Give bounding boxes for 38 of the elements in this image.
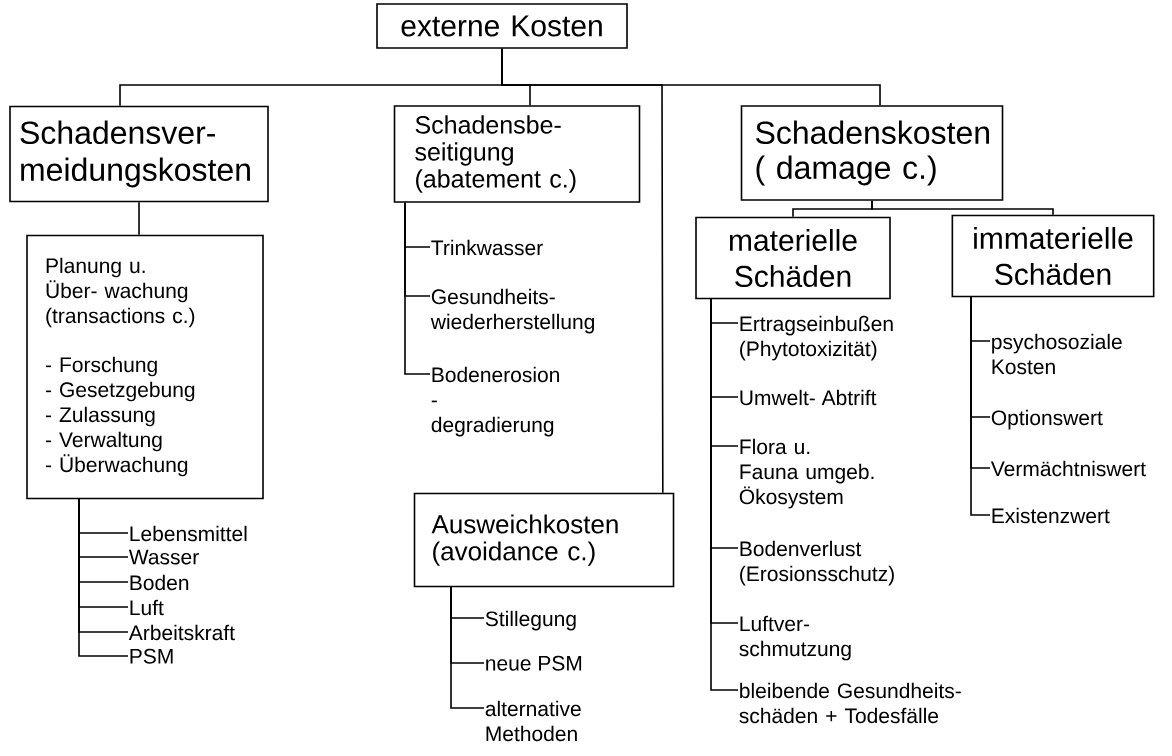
connector-line	[138, 201, 140, 236]
connector-line	[404, 202, 431, 375]
item-label: Boden	[130, 574, 189, 591]
item-label: Bodenverlust (Erosionsschutz)	[740, 540, 894, 586]
item-label: Arbeitskraft	[128, 624, 235, 641]
item-label: Umwelt- Abtrift	[740, 389, 877, 406]
item-label: alternative Methoden	[485, 700, 581, 742]
item-label: Lebensmittel	[130, 525, 247, 542]
item-label: Existenzwert	[992, 507, 1110, 524]
item-label: Trinkwasser	[431, 239, 543, 256]
item-label: bleibende Gesundheits- schäden + Todesfälle	[739, 682, 961, 724]
category-box: Schadensbe- seitigung (abatement c.)	[393, 105, 641, 203]
category-box: materielle Schäden	[695, 216, 891, 300]
item-label: Luftver- schmutzung	[739, 615, 851, 661]
item-label: neue PSM	[486, 655, 582, 671]
category-box: immaterielle Schäden	[951, 214, 1155, 298]
item-label: Flora u. Fauna umgeb. Ökosystem	[739, 438, 874, 509]
item-label: Gesundheits- wiederherstellung	[430, 288, 594, 334]
category-box: Planung u. Über- wachung (transactions c.) - Forschung - Gesetzgebung - Zulassung - Verwaltung - Überwachung	[26, 234, 264, 500]
connector-line	[871, 200, 1054, 216]
category-box: externe Kosten	[376, 3, 628, 49]
item-label: Vermächtniswert	[990, 460, 1146, 477]
item-label: Stillegung	[485, 610, 576, 631]
item-label: PSM	[130, 648, 173, 664]
item-label: Bodenerosion - degradierung	[431, 366, 559, 437]
category-box: Schadensver- meidungskosten	[9, 105, 269, 203]
item-label: psychosoziale Kosten	[992, 333, 1122, 375]
connector-line	[78, 498, 129, 657]
item-label: Optionswert	[991, 409, 1103, 430]
connector-line	[450, 586, 485, 709]
item-label: Luft	[130, 599, 164, 616]
connector-line	[710, 298, 739, 691]
connector-line	[970, 296, 991, 516]
item-label: Wasser	[128, 549, 199, 565]
category-box: Ausweichkosten (avoidance c.)	[413, 492, 675, 588]
category-box: Schadenskosten ( damage c.)	[740, 105, 1004, 201]
connector-line	[501, 48, 664, 494]
item-label: Ertragseinbußen (Phytotoxizität)	[740, 315, 893, 361]
